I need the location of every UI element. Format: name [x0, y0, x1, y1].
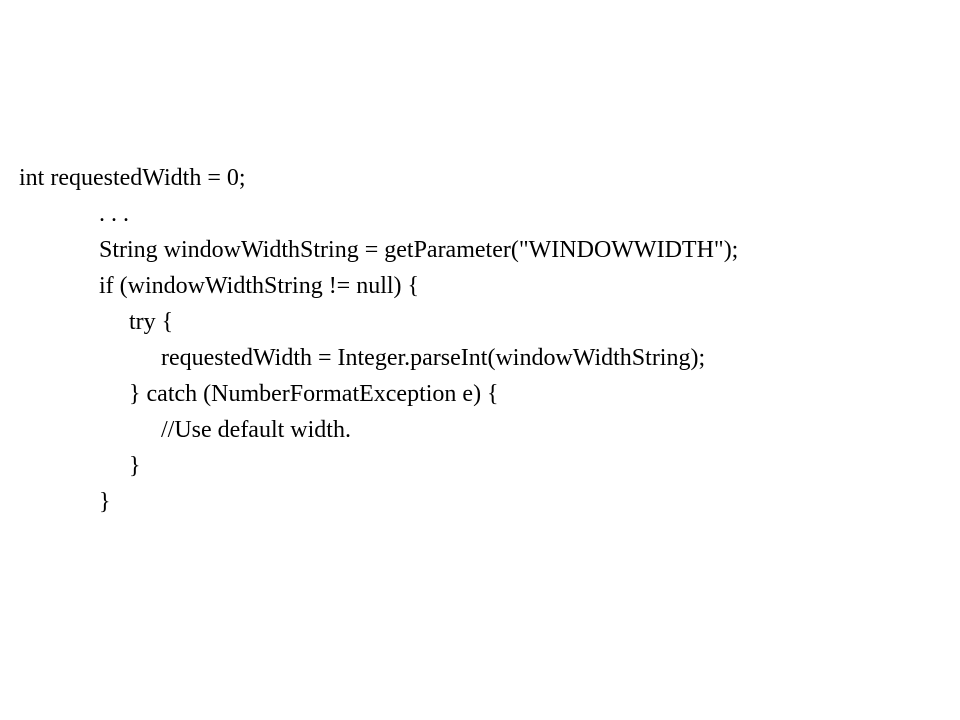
- code-snippet: int requestedWidth = 0; . . . String win…: [19, 160, 949, 520]
- code-line-if-statement: if (windowWidthString != null) {: [99, 273, 420, 299]
- code-line-close-if: }: [99, 489, 111, 515]
- code-line-get-parameter: String windowWidthString = getParameter(…: [99, 237, 739, 263]
- code-line-parse-int: requestedWidth = Integer.parseInt(window…: [161, 345, 706, 371]
- code-line-comment: //Use default width.: [161, 417, 351, 443]
- code-line-close-catch: }: [129, 453, 141, 479]
- code-line-catch: } catch (NumberFormatException e) {: [129, 381, 499, 407]
- code-line-declaration: int requestedWidth = 0;: [19, 165, 246, 191]
- code-line-try: try {: [129, 309, 174, 335]
- code-line-ellipsis: . . .: [99, 201, 129, 227]
